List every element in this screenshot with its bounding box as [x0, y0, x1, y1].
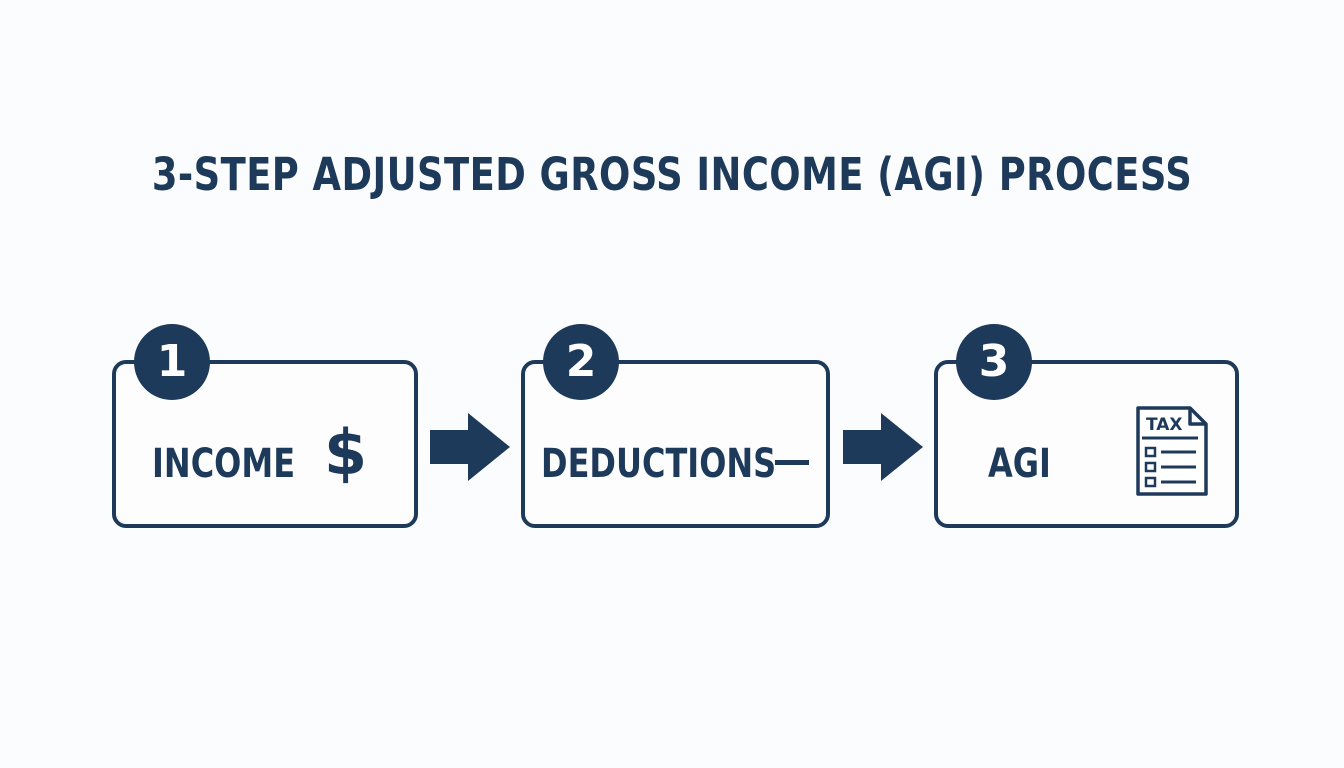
- dollar-sign-icon: $: [324, 416, 368, 489]
- step-2-label: DEDUCTIONS: [541, 441, 777, 487]
- step-2-box: 2 DEDUCTIONS: [521, 324, 830, 528]
- tax-form-icon: TAX: [1136, 406, 1208, 496]
- step-3-label: AGI: [988, 441, 1051, 487]
- arrow-right-icon: [843, 413, 923, 481]
- step-1-label: INCOME: [152, 441, 296, 487]
- diagram-title: 3-STEP ADJUSTED GROSS INCOME (AGI) PROCE…: [151, 148, 1193, 201]
- step-2-number-badge: 2: [543, 324, 619, 400]
- step-3-number-badge: 3: [956, 324, 1032, 400]
- tax-form-icon-label: TAX: [1146, 415, 1183, 435]
- step-3-box: 3 AGI TAX: [934, 324, 1239, 528]
- step-1-box: 1 INCOME $: [112, 324, 418, 528]
- minus-icon: [775, 460, 809, 465]
- arrow-right-icon: [430, 413, 510, 481]
- step-1-number-badge: 1: [134, 324, 210, 400]
